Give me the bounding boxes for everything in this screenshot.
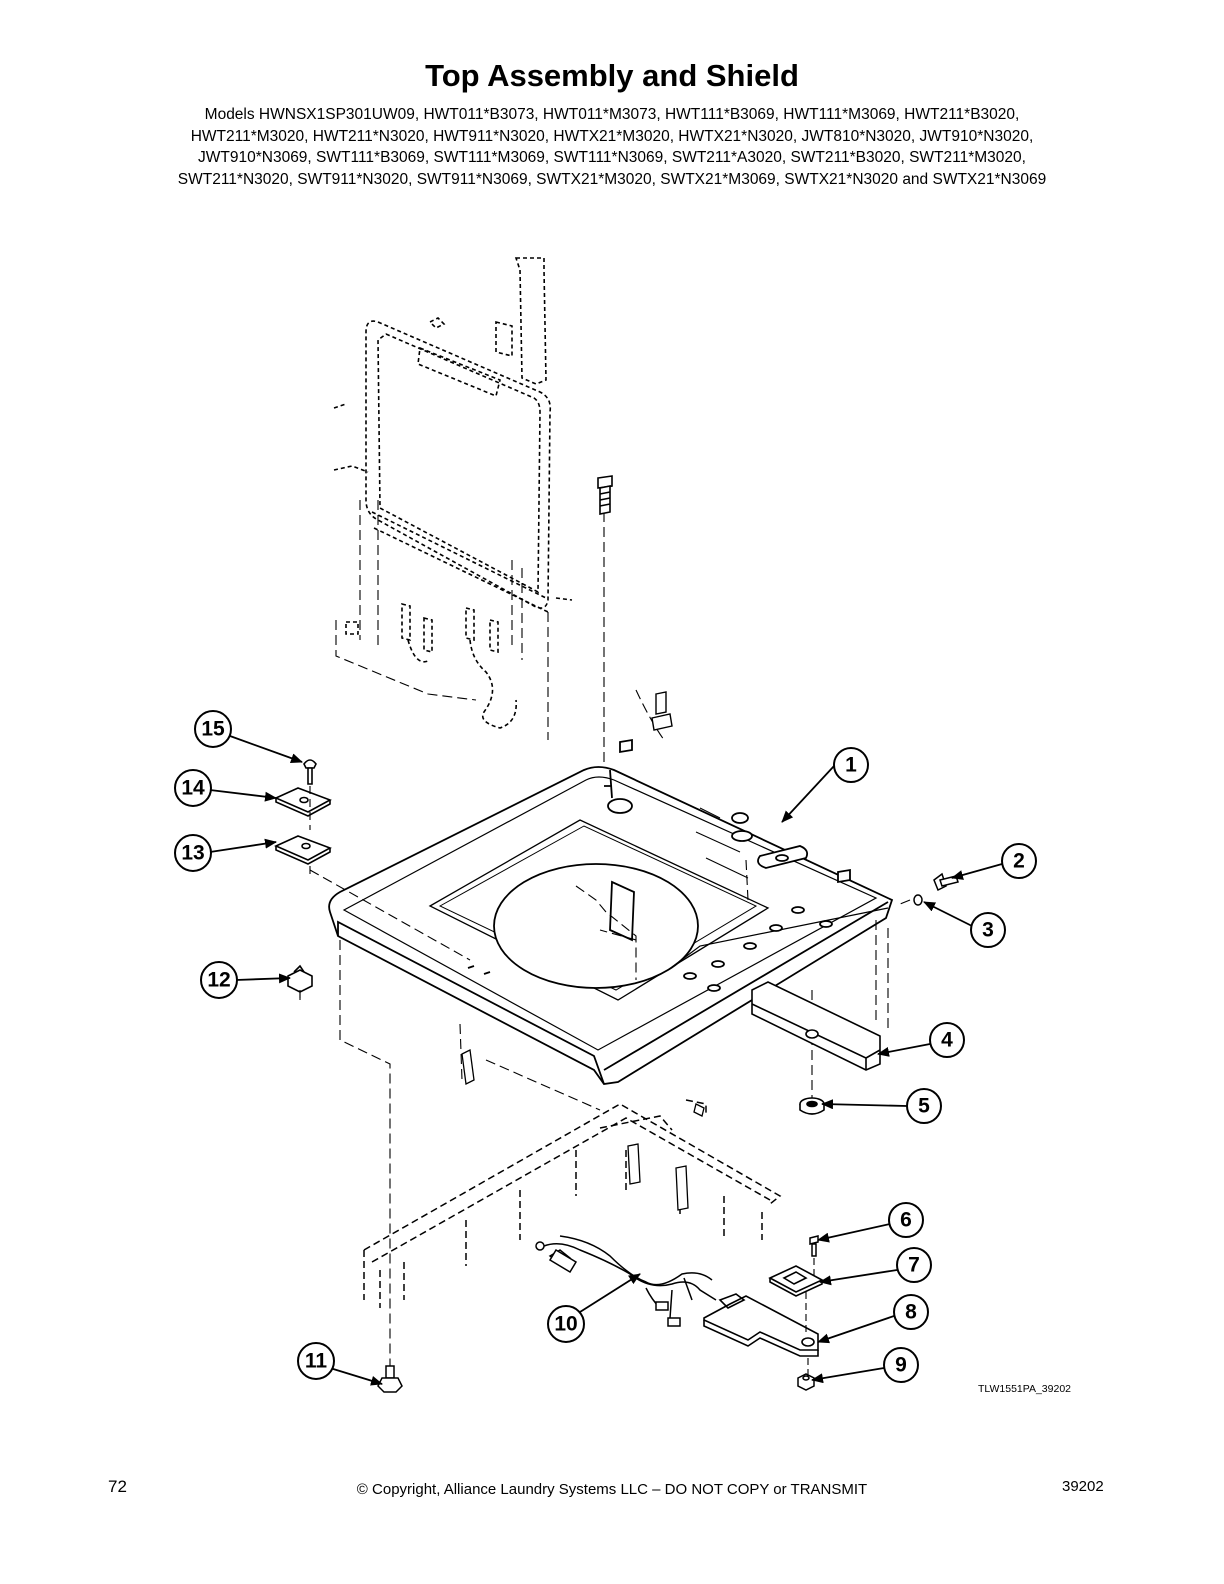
- top-panel: [328, 738, 894, 1085]
- rear-rail: [751, 981, 881, 1071]
- callout-number: 6: [900, 1209, 912, 1232]
- callout-7: 7: [819, 1247, 932, 1286]
- callout-number: 5: [918, 1095, 930, 1118]
- callout-number: 11: [305, 1350, 328, 1373]
- callout-4: 4: [877, 1022, 965, 1058]
- callout-12: 12: [200, 961, 291, 999]
- callout-3: 3: [923, 901, 1006, 948]
- callout-number: 13: [181, 842, 204, 865]
- callout-10: 10: [547, 1273, 641, 1343]
- left-guide-lines: [299, 786, 311, 1002]
- model-list-line: HWT211*M3020, HWT211*N3020, HWT911*N3020…: [190, 127, 1034, 145]
- callout-number: 12: [207, 969, 230, 992]
- switch-bracket: [703, 1265, 824, 1357]
- callout-5: 5: [821, 1088, 942, 1124]
- callout-number: 14: [181, 777, 205, 800]
- callout-6: 6: [817, 1202, 924, 1243]
- side-screw-and-washer: [913, 872, 959, 906]
- base-frame-brackets: [461, 1049, 705, 1211]
- top-screw: [597, 475, 613, 515]
- left-small-parts: [274, 759, 332, 993]
- base-frame: [363, 1099, 782, 1308]
- callout-number: 7: [908, 1254, 920, 1277]
- callout-8: 8: [817, 1294, 929, 1344]
- callout-number: 10: [554, 1313, 577, 1336]
- top-guide-lines: [299, 859, 911, 1366]
- shield-frame: [333, 257, 573, 729]
- grommet: [799, 1097, 825, 1115]
- document-number: 39202: [1062, 1478, 1104, 1495]
- callout-9: 9: [811, 1347, 919, 1384]
- callout-number: 4: [941, 1029, 953, 1052]
- bracket-guide-lines: [805, 1258, 815, 1376]
- page-number: 72: [108, 1477, 127, 1496]
- callouts: 1 2 3 4 5 6 7: [174, 710, 1037, 1386]
- model-list-line: JWT910*N3069, SWT111*B3069, SWT111*M3069…: [198, 149, 1026, 166]
- wire-harness: [535, 1235, 717, 1327]
- shield-guide-lines: [335, 500, 665, 770]
- callout-2: 2: [951, 843, 1037, 880]
- hinge-bolt: [651, 691, 673, 731]
- callout-1: 1: [781, 747, 869, 823]
- callout-11: 11: [297, 1342, 383, 1386]
- callout-15: 15: [194, 710, 303, 763]
- model-list-line: Models HWNSX1SP301UW09, HWT011*B3073, HW…: [204, 106, 1020, 123]
- callout-number: 2: [1013, 850, 1025, 873]
- base-screw: [377, 1365, 403, 1393]
- copyright-notice: © Copyright, Alliance Laundry Systems LL…: [356, 1481, 868, 1498]
- callout-14: 14: [174, 769, 277, 807]
- callout-number: 3: [982, 919, 994, 942]
- callout-number: 15: [201, 718, 225, 741]
- callout-number: 8: [905, 1301, 917, 1324]
- small-screw-and-nut: [797, 1235, 819, 1391]
- page-title: Top Assembly and Shield: [425, 58, 799, 93]
- callout-number: 9: [895, 1354, 907, 1377]
- model-list: Models HWNSX1SP301UW09, HWT011*B3073, HW…: [60, 104, 1164, 190]
- callout-number: 1: [845, 754, 857, 777]
- callout-13: 13: [174, 834, 277, 872]
- figure-code: TLW1551PA_39202: [978, 1383, 1072, 1395]
- model-list-line: SWT211*N3020, SWT911*N3020, SWT911*N3069…: [177, 170, 1047, 188]
